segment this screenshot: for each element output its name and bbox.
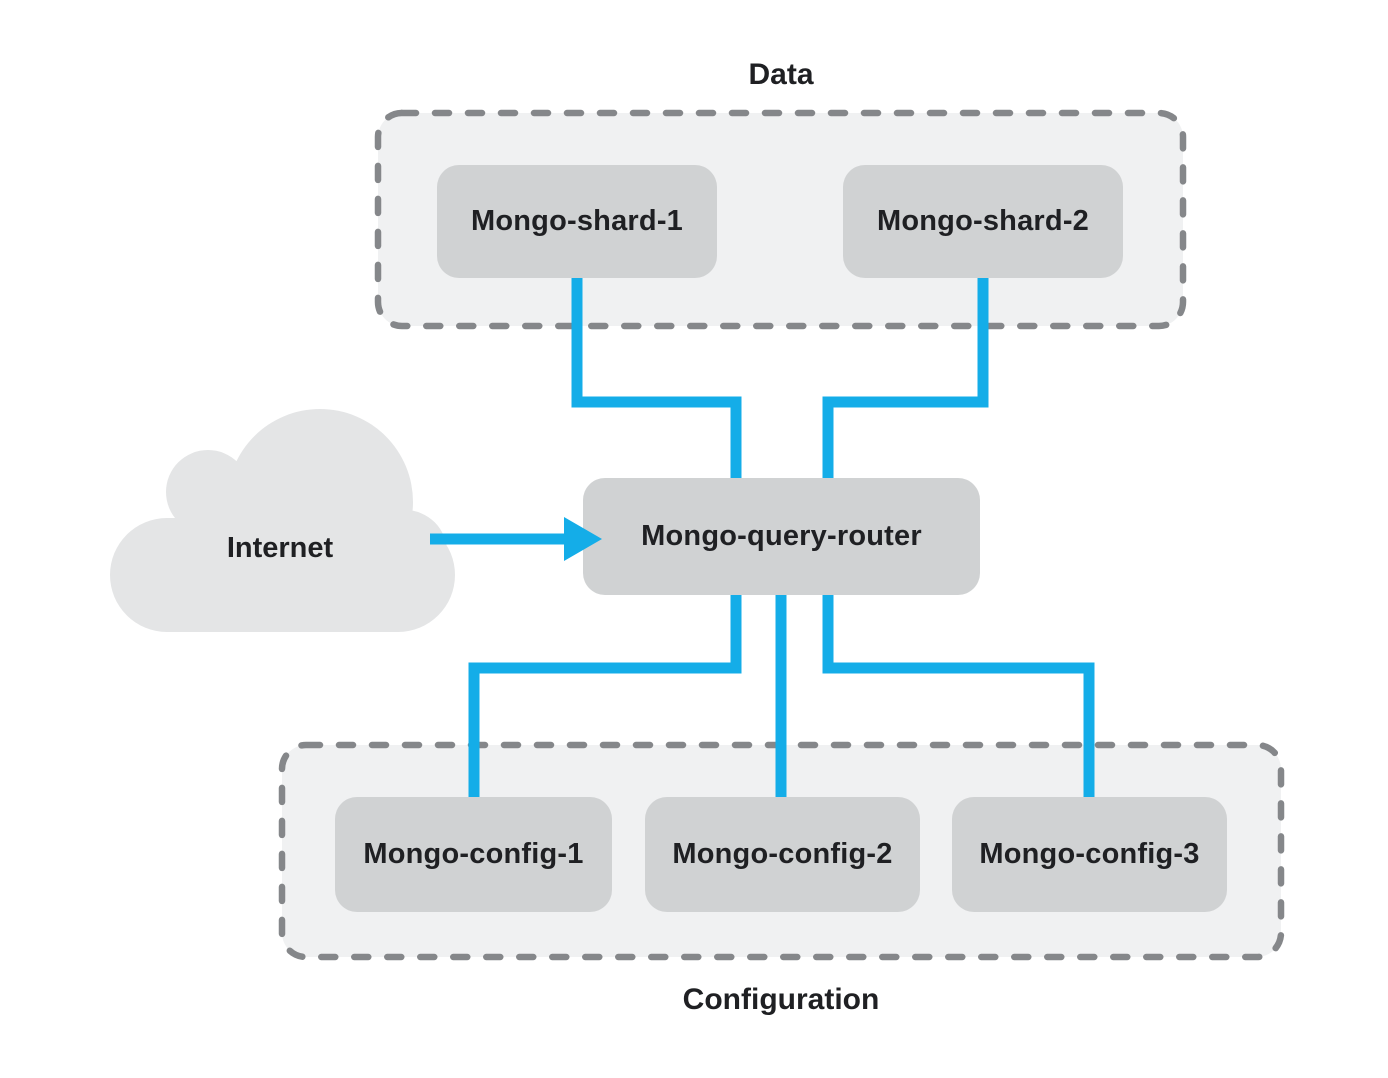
internet-cloud-icon: [110, 409, 455, 632]
node-mongo-shard-2: Mongo-shard-2: [843, 165, 1123, 278]
node-mongo-config-2: Mongo-config-2: [645, 797, 920, 912]
cloud-bump-left: [166, 450, 250, 534]
node-mongo-shard-2-label: Mongo-shard-2: [876, 205, 1090, 237]
node-mongo-config-2-label: Mongo-config-2: [672, 838, 893, 870]
internet-label: Internet: [226, 532, 334, 564]
connector-shard1-router: [571, 276, 742, 482]
node-mongo-query-router-label: Mongo-query-router: [641, 520, 922, 552]
connector-router-config3: [822, 592, 1095, 799]
node-mongo-config-3: Mongo-config-3: [952, 797, 1227, 912]
data-group-label: Data: [748, 58, 814, 91]
node-mongo-query-router: Mongo-query-router: [583, 478, 980, 595]
configuration-group-label: Configuration: [682, 983, 880, 1016]
node-mongo-config-1-label: Mongo-config-1: [363, 838, 584, 870]
node-mongo-config-3-label: Mongo-config-3: [979, 838, 1200, 870]
connector-shard2-router: [822, 276, 989, 482]
node-mongo-shard-1-label: Mongo-shard-1: [470, 205, 684, 237]
connector-router-config1: [468, 592, 742, 799]
node-mongo-config-1: Mongo-config-1: [335, 797, 612, 912]
cloud-bump-large: [227, 409, 413, 595]
node-mongo-shard-1: Mongo-shard-1: [437, 165, 717, 278]
